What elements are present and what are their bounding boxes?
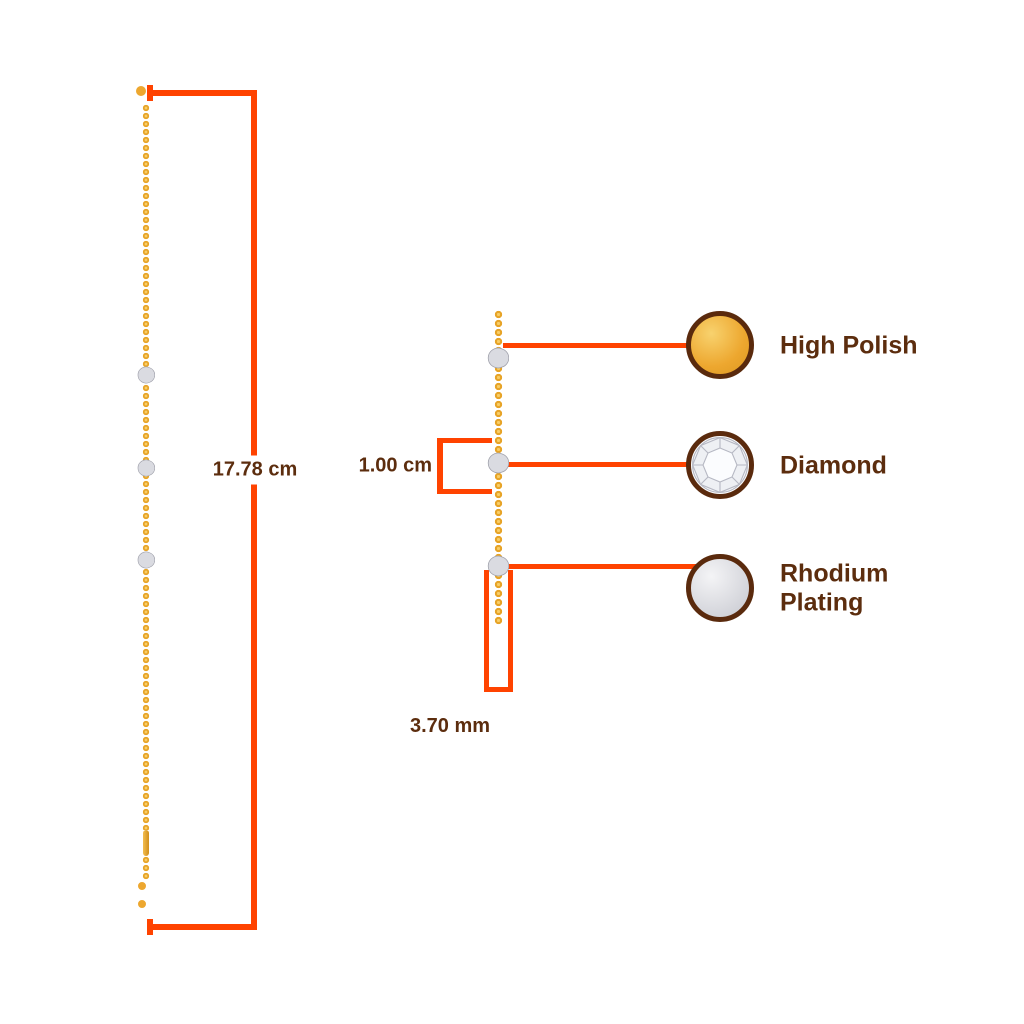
moon-charm-icon: [137, 459, 155, 477]
charm-dimension-line: [437, 438, 443, 494]
moon-charm-icon: [487, 347, 509, 369]
extension-ring: [138, 882, 146, 890]
charm-dimension-tick-bottom: [437, 489, 492, 494]
rhodium-plating-swatch: [686, 554, 754, 622]
diamond-label: Diamond: [780, 451, 887, 480]
length-dimension-cap-top: [147, 85, 153, 101]
width-label: 3.70 mm: [355, 712, 545, 741]
rhodium-plating-label: Rhodium Plating: [780, 559, 889, 616]
extension-chain: [142, 856, 150, 880]
connector-line-diamond: [503, 462, 693, 467]
length-dimension-cap-bottom: [147, 919, 153, 935]
high-polish-swatch: [686, 311, 754, 379]
width-dimension-line-right: [508, 570, 513, 692]
moon-charm-icon: [487, 555, 509, 577]
length-label: 17.78 cm: [206, 455, 304, 485]
width-dimension-tick-bottom: [484, 687, 513, 692]
chain-end-bar: [143, 830, 149, 856]
moon-charm-icon: [137, 551, 155, 569]
high-polish-label: High Polish: [780, 331, 918, 360]
length-dimension-line: [251, 90, 257, 930]
clasp-ring: [136, 86, 146, 96]
charm-dimension-tick-top: [437, 438, 492, 443]
moon-charm-icon: [487, 452, 509, 474]
charm-size-label: 1.00 cm: [352, 451, 432, 481]
diamond-swatch: [686, 431, 754, 499]
connector-line-high-polish: [503, 343, 693, 348]
connector-line-rhodium: [503, 564, 703, 569]
length-dimension-tick-top: [152, 90, 255, 96]
moon-charm-icon: [137, 366, 155, 384]
extension-ring: [138, 900, 146, 908]
width-dimension-line-left: [484, 570, 489, 692]
length-dimension-tick-bottom: [152, 924, 255, 930]
diamond-icon: [692, 437, 748, 493]
